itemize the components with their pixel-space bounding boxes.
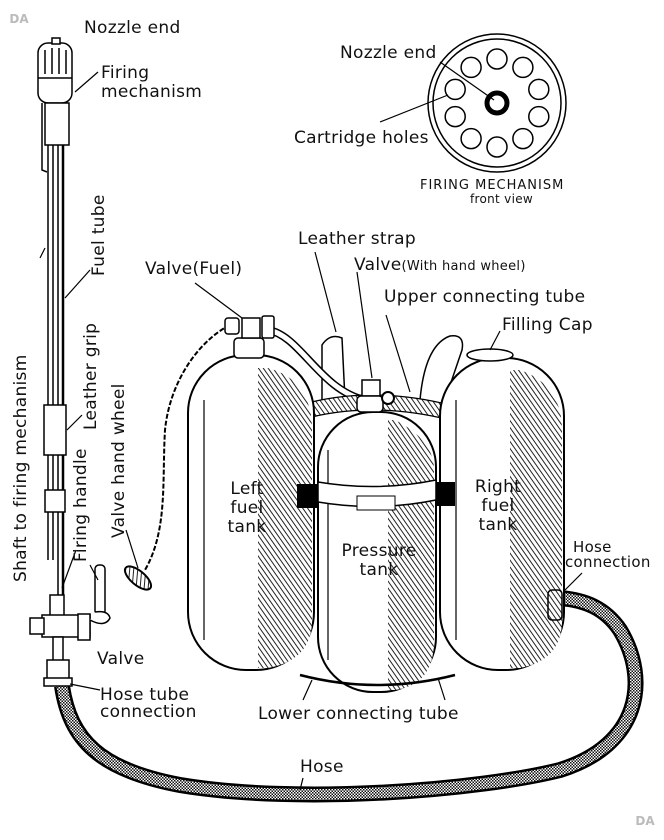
inset-title: FIRING MECHANISM xyxy=(420,178,565,193)
hose-tube-connection-label-line2: connection xyxy=(100,702,197,722)
filling-cap xyxy=(466,348,514,362)
leader-lines xyxy=(39,61,583,791)
cartridge-hole xyxy=(486,48,508,70)
cartridge-hole xyxy=(486,136,508,158)
valve-fuel-label-paren: (Fuel) xyxy=(192,259,243,279)
pressure-tank-label: Pressure tank xyxy=(334,542,424,580)
valve-hand-wheel-label: Valve hand wheel xyxy=(109,383,129,538)
left-fuel-tank xyxy=(187,315,315,671)
watermark-logo-bottom-right: DA xyxy=(635,814,655,828)
inset-subtitle: front view xyxy=(470,192,533,206)
valve-hand-wheel xyxy=(123,565,153,591)
inset-nozzle-end-label: Nozzle end xyxy=(340,43,437,63)
hose-connection-fitting xyxy=(547,589,563,621)
pressure-tank-label-line2: tank xyxy=(359,560,399,580)
fuel-tube-label: Fuel tube xyxy=(89,194,109,276)
right-fuel-tank-label: Right fuel tank xyxy=(470,478,526,535)
hose-connection-label-line1: Hose xyxy=(573,538,612,556)
cartridge-hole xyxy=(528,105,550,128)
upper-connecting-tube-label: Upper connecting tube xyxy=(384,287,586,307)
right-fuel-tank xyxy=(439,348,565,671)
left-fuel-tank-label: Left fuel tank xyxy=(222,480,272,537)
nozzle-end-label: Nozzle end xyxy=(84,18,181,38)
valve-fuel-label: Valve(Fuel) xyxy=(145,260,242,279)
hose-label: Hose xyxy=(300,757,344,777)
firing-handle xyxy=(94,564,106,616)
firing-handle-label: Firing handle xyxy=(71,448,91,562)
left-fuel-tank-label-line3: tank xyxy=(227,517,267,537)
right-fuel-tank-label-line1: Right xyxy=(474,477,522,497)
right-fuel-tank-label-line3: tank xyxy=(478,515,518,535)
cartridge-hole xyxy=(460,127,482,150)
leather-grip-label: Leather grip xyxy=(81,322,101,430)
cartridge-hole xyxy=(512,56,534,79)
cartridge-hole xyxy=(528,78,550,101)
hose-tube-connection-label-line1: Hose tube xyxy=(100,685,190,705)
leather-straps xyxy=(321,335,464,401)
valve-hand-wheel-chain xyxy=(144,324,231,571)
shaft-to-firing-mechanism-label: Shaft to firing mechanism xyxy=(11,354,31,582)
valve-label: Valve xyxy=(97,649,145,669)
hose-connection-label-line2: connection xyxy=(565,553,651,571)
cartridge-hole xyxy=(444,78,466,101)
pressure-tank xyxy=(297,379,455,693)
lower-connecting-tube xyxy=(299,673,456,687)
firing-mechanism-label-line2: mechanism xyxy=(101,82,203,102)
right-fuel-tank-label-line2: fuel xyxy=(481,496,515,516)
valve-with-hand-wheel-paren: (With hand wheel) xyxy=(401,259,526,274)
leather-grip xyxy=(43,404,67,456)
valve-with-hand-wheel-main: Valve xyxy=(354,255,402,275)
valve-fuel-label-main: Valve xyxy=(145,259,193,279)
cartridge-hole xyxy=(460,56,482,79)
inset-cartridge-holes-label: Cartridge holes xyxy=(294,128,429,148)
lower-connecting-tube-label: Lower connecting tube xyxy=(258,704,459,724)
left-fuel-tank-label-line1: Left xyxy=(230,479,264,499)
filling-cap-label: Filling Cap xyxy=(502,315,593,335)
leather-strap-label: Leather strap xyxy=(298,229,416,249)
cartridge-hole xyxy=(512,127,534,150)
watermark-logo-top-left: DA xyxy=(9,12,29,26)
cartridge-hole xyxy=(444,105,466,128)
pressure-tank-label-line1: Pressure xyxy=(341,541,417,561)
nozzle-end-opening xyxy=(484,90,510,116)
valve-with-hand-wheel-label: Valve(With hand wheel) xyxy=(354,256,526,276)
firing-mechanism-front-view xyxy=(427,33,567,173)
left-fuel-tank-label-line2: fuel xyxy=(230,498,264,518)
firing-mechanism-label-line1: Firing xyxy=(101,63,150,83)
firing-mechanism-head xyxy=(37,42,73,104)
hose xyxy=(54,590,644,803)
flame-gun xyxy=(29,37,111,687)
